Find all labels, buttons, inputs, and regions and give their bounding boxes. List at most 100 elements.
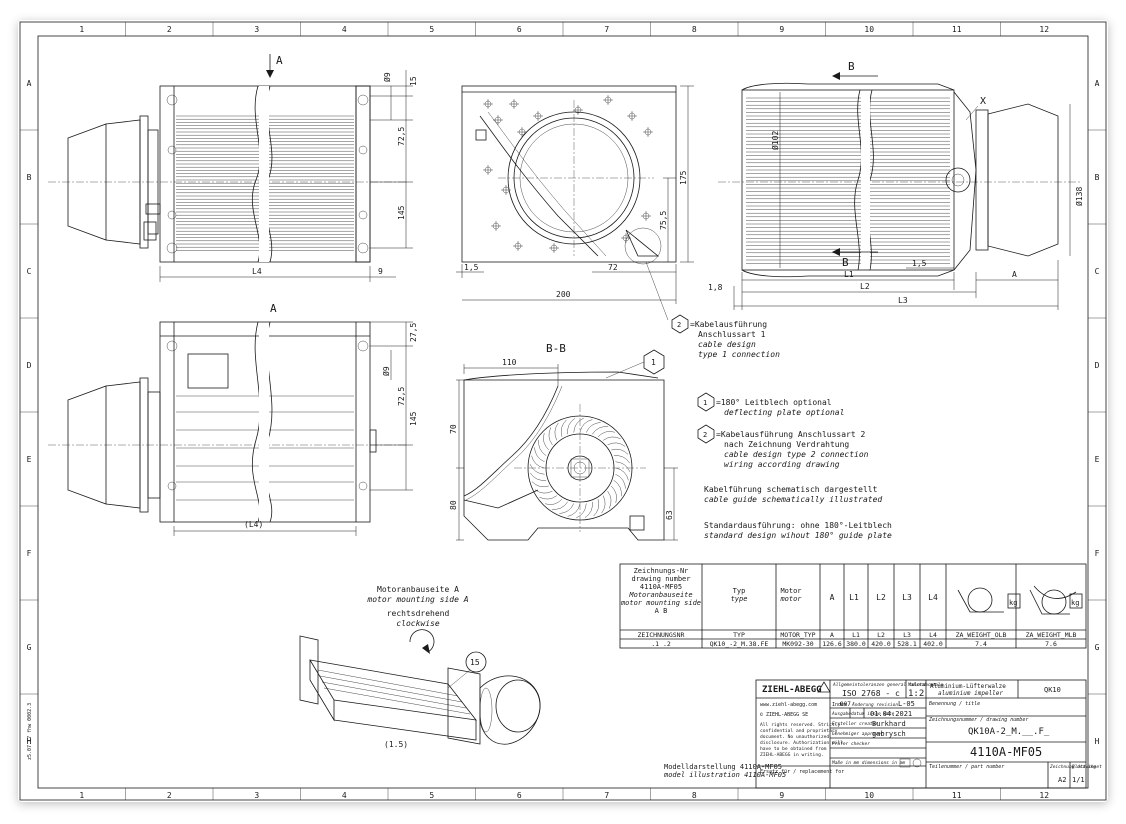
note-2a-en: cable design bbox=[698, 340, 756, 349]
dim-80: 80 bbox=[449, 500, 458, 510]
note-2a-en2: type 1 connection bbox=[698, 350, 780, 359]
legal-line: disclosure. Authorization will bbox=[760, 740, 843, 746]
legal-line: confidential and proprietary bbox=[760, 728, 838, 734]
legal-line: have to be obtained from bbox=[760, 746, 827, 752]
column-label: 7 bbox=[604, 25, 609, 34]
weight-symbol-olb: kg bbox=[957, 587, 1021, 613]
table-cell: .1 .2 bbox=[651, 640, 671, 648]
column-label: 11 bbox=[952, 25, 962, 34]
table-column-header: L2 bbox=[877, 631, 885, 639]
index-label: Index bbox=[832, 702, 847, 708]
table-cell: 380.0 bbox=[846, 640, 866, 648]
dim-72-5-bottom: 72,5 bbox=[397, 387, 406, 406]
description-de: Aluminium-Lüfterwalze bbox=[930, 683, 1006, 690]
model-caption-en: model illustration 4110A-MF05 bbox=[663, 771, 786, 779]
balloon-2b: 2 bbox=[703, 431, 707, 439]
column-label: 10 bbox=[864, 25, 874, 34]
table-cell: 420.0 bbox=[871, 640, 891, 648]
note-2a-de: =Kabelausführung bbox=[690, 320, 767, 329]
dim-145-top: 145 bbox=[397, 205, 406, 220]
detail-x-label: X bbox=[980, 96, 986, 107]
note-2b-de2: nach Zeichnung Verdrahtung bbox=[724, 440, 849, 449]
drawing-number-value: 4110A-MF05 bbox=[970, 745, 1042, 759]
scale-label: Maßstab scale bbox=[907, 682, 944, 688]
drawing-number-label: Zeichnungsnummer / drawing number bbox=[928, 717, 1028, 723]
balloon-2a: 2 bbox=[677, 321, 681, 329]
model-illustration: Motoranbauseite A motor mounting side A … bbox=[299, 585, 786, 779]
row-label: C bbox=[1095, 267, 1100, 276]
table-column-header: L4 bbox=[929, 631, 937, 639]
row-label: A bbox=[27, 79, 32, 88]
view-a-title: A bbox=[270, 302, 277, 315]
section-b-b: B-B 110 70 80 63 1 bbox=[449, 342, 678, 541]
sheet-value: 1/1 bbox=[1072, 776, 1085, 784]
model-mount-de: Motoranbauseite A bbox=[377, 585, 459, 594]
th-zeichnung-en: drawing number bbox=[631, 575, 690, 583]
model-rot-de: rechtsdrehend bbox=[387, 609, 450, 618]
column-label: 1 bbox=[79, 791, 84, 800]
column-label: 2 bbox=[167, 25, 172, 34]
dim-110: 110 bbox=[502, 358, 517, 367]
table-cell: QK10_-2_M.38.FE bbox=[710, 640, 769, 648]
dim-145-bottom: 145 bbox=[409, 411, 418, 426]
row-label: G bbox=[27, 643, 32, 652]
th-zeichnung-de: Zeichnungs-Nr bbox=[634, 567, 689, 575]
drawing-size-value: A2 bbox=[1058, 776, 1066, 784]
revision-label: Änderung revision bbox=[851, 701, 898, 708]
dim-L4: L4 bbox=[252, 267, 262, 276]
row-label: H bbox=[27, 737, 32, 746]
legal-line: All rights reserved. Strictly bbox=[760, 722, 840, 728]
th-mount-ab: A B bbox=[655, 607, 668, 615]
section-title: B-B bbox=[546, 342, 566, 355]
model-rot-en: clockwise bbox=[396, 619, 440, 628]
note-standard-de: Standardausführung: ohne 180°-Leitblech bbox=[704, 521, 892, 530]
dims-label: Maße in mm dimensions in mm bbox=[831, 760, 905, 766]
dim-1-8: 1,8 bbox=[708, 283, 723, 292]
dim-9: 9 bbox=[378, 267, 383, 276]
table-column-header: ZEICHNUNGSNR bbox=[638, 631, 685, 639]
tolerance-label: Allgemeintoleranzen general tolerances bbox=[832, 682, 936, 688]
column-label: 9 bbox=[779, 25, 784, 34]
dim-1-5-end: 1,5 bbox=[464, 263, 479, 272]
th-L2: L2 bbox=[876, 593, 886, 602]
dim-L1: L1 bbox=[844, 270, 854, 279]
weight-symbol-mlb: kg bbox=[1029, 585, 1083, 615]
column-label: 10 bbox=[864, 791, 874, 800]
column-label: 8 bbox=[692, 791, 697, 800]
column-label: 12 bbox=[1039, 25, 1049, 34]
approver-value: gabrysch bbox=[872, 730, 906, 738]
dim-15: 15 bbox=[409, 76, 418, 86]
th-L1: L1 bbox=[849, 593, 859, 602]
row-label: F bbox=[27, 549, 32, 558]
column-label: 3 bbox=[254, 25, 259, 34]
issue-value: 01.04.2021 bbox=[870, 710, 912, 718]
dim-70: 70 bbox=[449, 424, 458, 434]
legal-line: document. No unauthorized bbox=[760, 734, 829, 740]
row-label: B bbox=[1095, 173, 1100, 182]
index-value: 007 bbox=[840, 701, 851, 708]
checker-label: Prüfer checker bbox=[832, 741, 870, 747]
th-mount-de: Motoranbauseite bbox=[628, 591, 692, 599]
column-label: 2 bbox=[167, 791, 172, 800]
kg-label-olb: kg bbox=[1009, 599, 1017, 607]
column-label: 5 bbox=[429, 25, 434, 34]
note-2b-de: =Kabelausführung Anschlussart 2 bbox=[716, 430, 865, 439]
company-web: www.ziehl-abegg.com bbox=[760, 702, 817, 708]
table-cell: 7.4 bbox=[975, 640, 987, 648]
issue-label: Ausgabedatum issue date bbox=[831, 711, 895, 717]
row-label: B bbox=[27, 173, 32, 182]
legal-line: ZIEHL-ABEGG in writing. bbox=[760, 752, 824, 758]
side-reference: z5.07.17 fhw 0002.3 bbox=[27, 703, 33, 760]
dim-175: 175 bbox=[679, 170, 688, 185]
replacement-label: Ersatz für / replacement for bbox=[760, 769, 844, 775]
balloon-15: 15 bbox=[470, 658, 480, 667]
note-schematic-de: Kabelführung schematisch dargestellt bbox=[704, 485, 878, 494]
column-label: 12 bbox=[1039, 791, 1049, 800]
dim-A: A bbox=[1012, 270, 1017, 279]
row-label: E bbox=[27, 455, 32, 464]
parameter-table: Zeichnungs-Nr drawing number 4110A-MF05 … bbox=[619, 563, 1087, 649]
table-column-header: ZA_WEIGHT_OLB bbox=[956, 631, 1007, 639]
front-view-bottom: A 27,5 Ø9 72,5 145 (L4) bbox=[48, 302, 418, 536]
